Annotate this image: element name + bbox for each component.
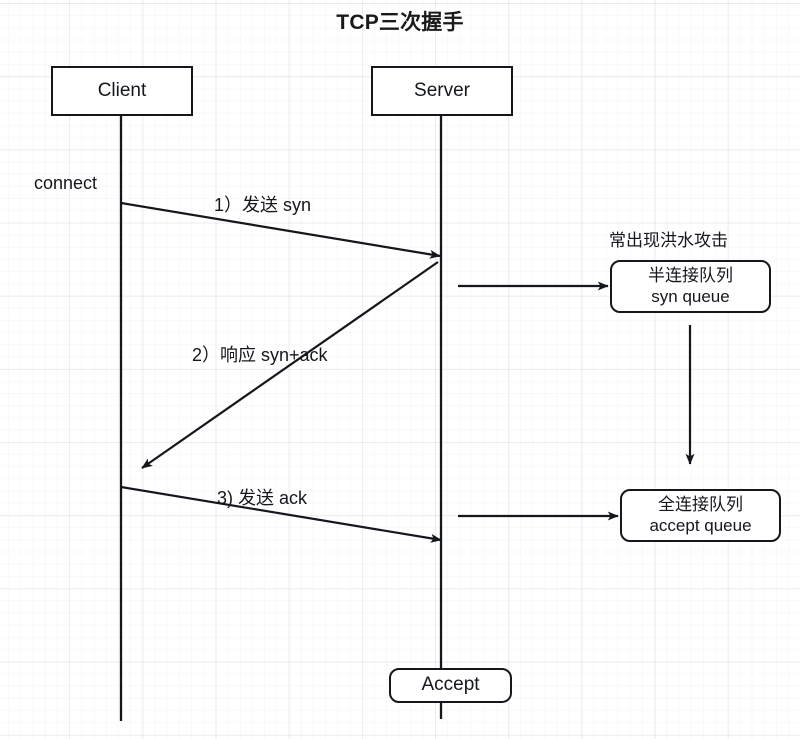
node-accept-queue-label-en: accept queue bbox=[649, 515, 752, 535]
node-client[interactable]: Client bbox=[51, 66, 193, 116]
node-syn-queue-label-cn: 半连接队列 bbox=[648, 266, 733, 286]
node-syn-queue[interactable]: 半连接队列 syn queue bbox=[610, 260, 771, 313]
node-client-label: Client bbox=[97, 79, 147, 101]
node-accept-label: Accept bbox=[421, 674, 480, 696]
label-message-ack: 3) 发送 ack bbox=[217, 488, 308, 508]
node-server-label: Server bbox=[414, 79, 470, 101]
label-message-synack: 2）响应 syn+ack bbox=[192, 345, 328, 365]
node-server[interactable]: Server bbox=[371, 66, 513, 116]
label-connect: connect bbox=[34, 173, 98, 193]
label-message-syn: 1）发送 syn bbox=[214, 195, 312, 215]
page-title: TCP三次握手 bbox=[336, 11, 464, 34]
arrow-ack bbox=[120, 485, 442, 543]
arrow-syn bbox=[120, 201, 441, 259]
node-syn-queue-label-en: syn queue bbox=[651, 286, 730, 306]
label-flood-note: 常出现洪水攻击 bbox=[609, 231, 728, 250]
node-accept-queue-label-cn: 全连接队列 bbox=[658, 495, 743, 515]
node-accept[interactable]: Accept bbox=[389, 668, 512, 703]
arrow-synack bbox=[141, 261, 439, 469]
node-accept-queue[interactable]: 全连接队列 accept queue bbox=[620, 489, 781, 542]
